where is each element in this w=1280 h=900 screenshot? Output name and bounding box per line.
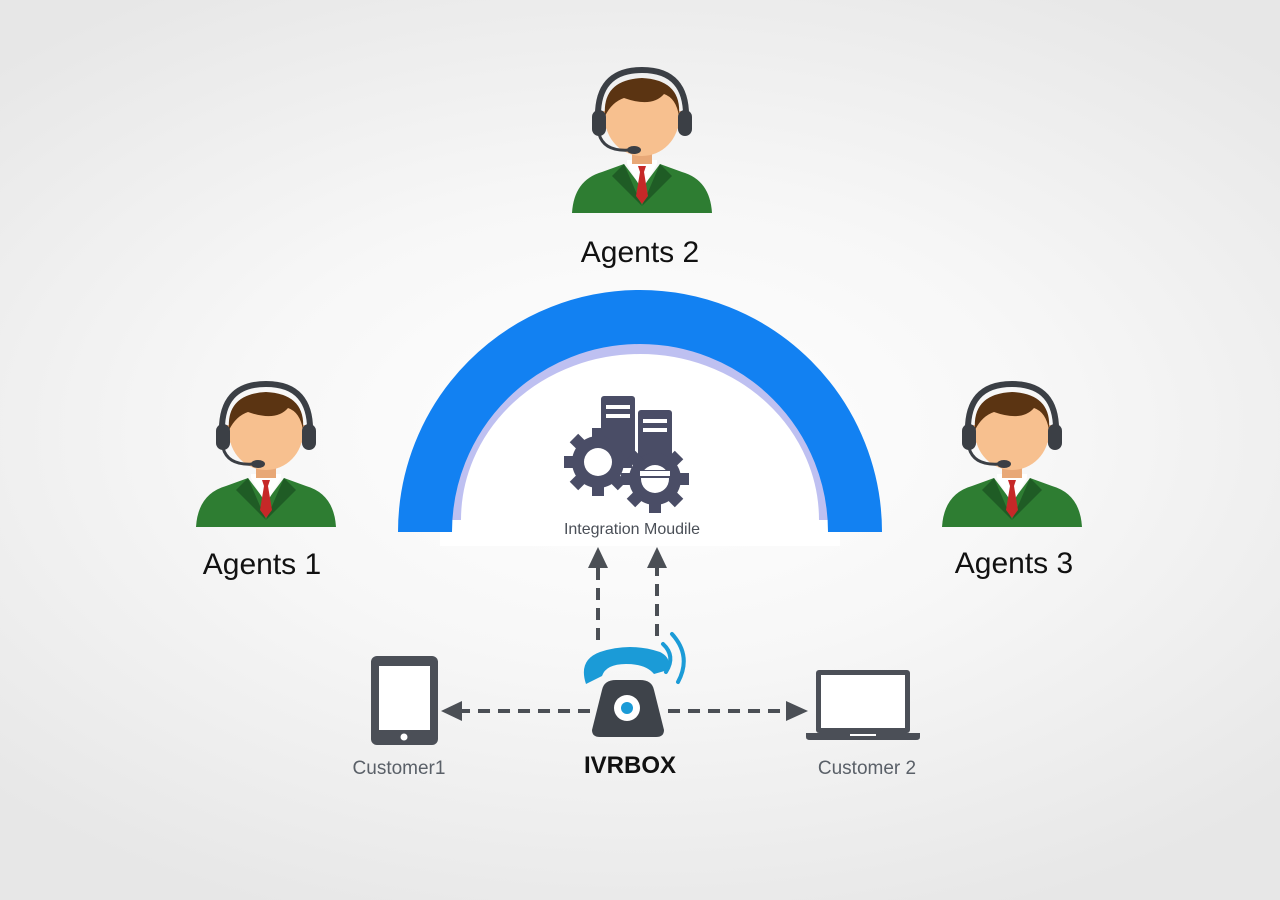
agent-1-label: Agents 1 — [203, 548, 321, 581]
ivr-box: IVRBOX — [583, 632, 686, 779]
ivr-to-customers-arrows — [441, 701, 808, 721]
agent-3-avatar-icon — [942, 384, 1082, 527]
customer-2: Customer 2 — [806, 670, 920, 779]
customer-1-label: Customer1 — [353, 758, 446, 779]
ivr-label: IVRBOX — [584, 752, 676, 779]
customer-1: Customer1 — [353, 656, 446, 779]
ivr-to-module-arrows — [588, 547, 667, 640]
agent-3-label: Agents 3 — [955, 547, 1073, 580]
telephone-icon — [583, 632, 686, 737]
customer-2-label: Customer 2 — [818, 758, 916, 779]
server-gears-icon — [564, 396, 689, 513]
integration-module-label: Integration Moudile — [564, 521, 700, 538]
agent-2-avatar-icon — [572, 70, 712, 213]
arrow-up-right-head — [647, 547, 667, 568]
agent-1: Agents 1 — [196, 384, 336, 581]
laptop-icon — [806, 670, 920, 740]
agent-3: Agents 3 — [942, 384, 1082, 580]
arrow-to-customer1-head — [441, 701, 462, 721]
agent-1-avatar-icon — [196, 384, 336, 527]
tablet-icon — [371, 656, 438, 745]
agent-2: Agents 2 — [572, 70, 712, 269]
arrow-to-customer2-head — [786, 701, 808, 721]
integration-module: Integration Moudile — [564, 396, 700, 538]
agent-2-label: Agents 2 — [581, 236, 699, 269]
arrow-up-left-head — [588, 547, 608, 568]
